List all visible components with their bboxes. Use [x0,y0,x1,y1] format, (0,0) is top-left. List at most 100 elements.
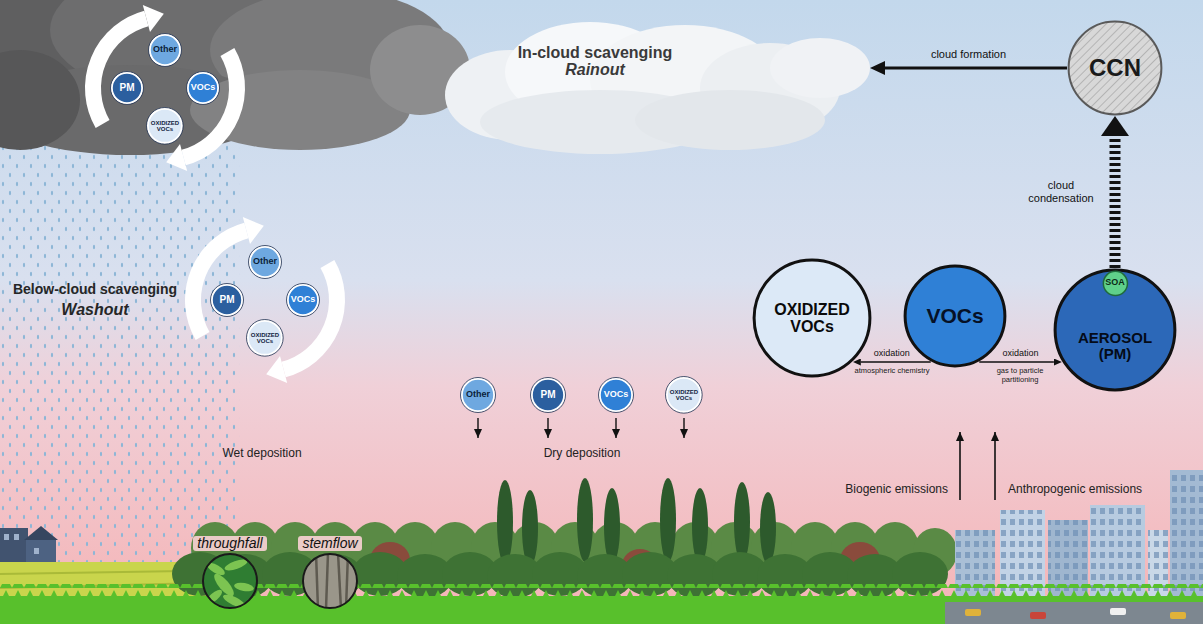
text-holder: OXIDIZED VOCs [752,258,872,378]
annotation: Dry deposition [544,447,621,461]
node-label: OXIDIZED VOCs [250,332,280,345]
trees [604,488,620,564]
grass [0,584,1203,598]
node-label: OXIDIZED VOCs [669,389,699,402]
node-label: OXIDIZED VOCs [150,120,180,133]
edge-label: oxidation [1003,348,1039,358]
road [1170,612,1186,619]
node-label: SOA [1105,278,1125,288]
emission-arrow [960,432,995,500]
node-label: AEROSOL (PM) [1068,330,1163,362]
text-holder: OXIDIZED VOCs [665,376,703,414]
annotation: Washout [61,301,128,319]
process-arrow [979,361,1054,363]
text-holder: CCN [1067,20,1163,116]
process-arrow [885,67,1067,70]
circle-ring [149,34,182,67]
photo-outline [203,554,257,608]
circle-outline [148,109,182,143]
city [955,470,1203,600]
circle-outline [288,285,319,316]
text-holder: VOCs [286,283,320,317]
cycle-arrow [193,231,246,337]
trees [692,488,708,564]
annotation: Anthropogenic emissions [1008,483,1142,497]
circle-node: PM [530,377,566,413]
circle-outline [150,35,181,66]
node-label: throughfall [193,536,266,551]
road [965,609,981,616]
deposition-arrow [477,418,478,438]
circle-node: VOCs [186,71,220,105]
annotation: gas to particle partitioning [987,367,1053,384]
circle-outline [905,266,1005,366]
node-label: stemflow [298,536,361,551]
cloud-node: In-cloud scavengingRainout [440,10,870,160]
cycle-arrow [166,144,187,171]
node-part [202,553,258,609]
cycle-arrow [266,356,287,383]
circle-ring [287,284,320,317]
circle-node: VOCs [286,283,320,317]
road [945,602,1203,624]
edge-label: cloud formation [931,48,1006,61]
circle-outline [532,379,565,412]
circle-node: Other [460,377,496,413]
photo-node: stemflow [292,536,368,609]
node-label: CCN [1089,55,1141,81]
process-arrow [861,361,931,363]
annotation: atmospheric chemistry [854,367,929,376]
circle-ring [211,284,244,317]
circle-outline [1103,271,1127,295]
road [1030,612,1046,619]
houses [34,548,39,554]
circle-outline [462,379,495,412]
circle-ring [461,378,496,413]
city [1170,470,1203,600]
circle-outline [248,321,282,355]
circle-outline [667,378,701,412]
node-label: In-cloud scavenging [518,44,673,61]
cloud-puff [770,38,870,98]
city [1170,470,1203,600]
text-holder: PM [110,71,144,105]
photo-circle [202,553,258,609]
road [1110,608,1126,615]
circle-ring [111,72,144,105]
circle-node: PM [110,71,144,105]
cycle-arrow [93,5,237,171]
text-holder: Other [148,33,182,67]
circle-node: PM [210,283,244,317]
circle-outline [188,73,219,104]
circle-ring [599,378,634,413]
node-label: Other [253,257,277,267]
node-label: VOCs [191,83,216,93]
grass [0,584,1203,624]
trees [497,480,513,564]
text-holder: OXIDIZED VOCs [246,319,284,357]
circle-outline [212,285,243,316]
rain [0,130,240,570]
photo-circle [302,553,358,609]
cycle-arrow [284,264,337,370]
circle-node: OXIDIZED VOCs [665,376,703,414]
node-part [316,553,318,609]
node-part [302,553,358,609]
node-label: VOCs [604,390,629,400]
text-holder: VOCs [903,264,1007,368]
node-label: OXIDIZED VOCs [762,301,862,336]
circle-outline [112,73,143,104]
cycle-arrow [143,5,164,32]
circle-ring [247,320,284,357]
process-arrow [1110,136,1121,268]
circle-outline [754,260,870,376]
node-label: PM [220,295,235,306]
circle-node: SOA [1102,270,1129,297]
edge-label: oxidation [874,348,910,358]
node-part [326,553,328,609]
node-part [233,581,254,592]
trees [522,490,538,566]
deposition-arrow [683,418,684,438]
edge-label: cloud condensation [1022,179,1100,204]
circle-node: Other [148,33,182,67]
